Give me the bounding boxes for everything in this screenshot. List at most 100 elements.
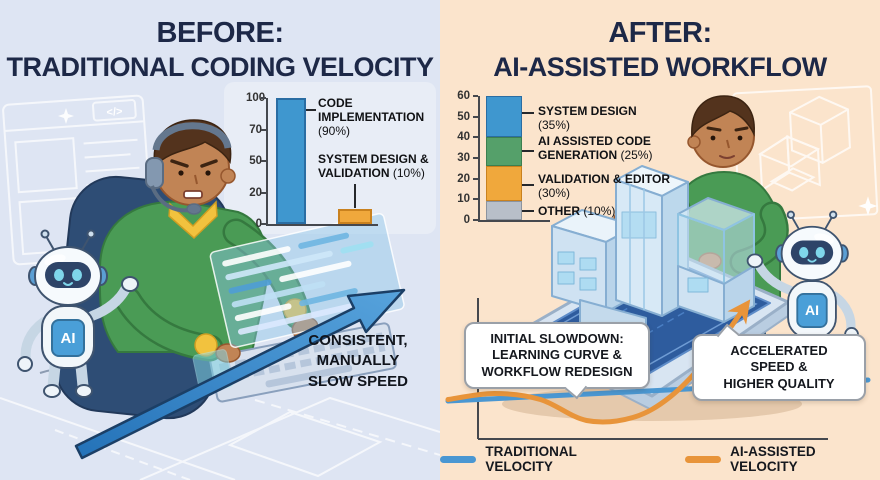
category-percent: (90%) — [318, 124, 351, 139]
developer-gritted-mouth — [183, 190, 203, 199]
sparkle-icon — [858, 196, 878, 216]
headset-mic — [186, 203, 202, 215]
y-tick-label: 20 — [457, 172, 470, 185]
segment-ai-assisted-code-generation — [486, 137, 522, 167]
developer-collar — [168, 200, 218, 240]
chart-category-label: AI ASSISTED CODE GENERATION (25%) — [538, 134, 672, 162]
chart-category-label: CODE IMPLEMENTATION (90%) — [318, 96, 436, 138]
label-connector — [522, 150, 534, 152]
callout-line: HIGHER QUALITY — [723, 375, 835, 391]
y-tick-mark — [261, 191, 266, 194]
y-tick-mark — [473, 157, 478, 159]
chart-category-label: VALIDATION & EDITOR (30%) — [538, 172, 672, 200]
y-tick-mark — [473, 198, 478, 201]
robot-chest-label: AI — [805, 302, 819, 318]
callout-line: SPEED & — [750, 359, 808, 375]
headset-band — [152, 122, 232, 151]
category-percent: (25%) — [620, 148, 653, 163]
label-connector — [522, 210, 534, 212]
arrow-caption-line: MANUALLY — [316, 352, 400, 370]
y-tick-label: 20 — [249, 186, 262, 199]
arrow-caption-line: CONSISTENT, — [308, 332, 408, 349]
segment-system-design — [486, 96, 522, 138]
label-connector — [306, 109, 316, 111]
category-name: SYSTEM DESIGN — [538, 104, 637, 118]
y-tick-mark — [473, 115, 478, 118]
y-tick-mark — [473, 136, 478, 139]
y-tick-mark — [473, 95, 478, 97]
callout-line: LEARNING CURVE & — [492, 347, 622, 363]
legend-item-traditional: TRADITIONAL VELOCITY — [440, 444, 641, 474]
code-icon: </> — [106, 106, 123, 119]
traditional-line-swatch — [440, 455, 477, 463]
callout-line: INITIAL SLOWDOWN: — [490, 331, 624, 346]
before-title-line2: TRADITIONAL CODING VELOCITY — [6, 51, 434, 82]
callout-line: WORKFLOW REDESIGN — [481, 363, 633, 379]
category-name: VALIDATION & EDITOR — [538, 172, 670, 186]
ai-robot-after: AI — [748, 212, 858, 365]
category-name: OTHER — [538, 204, 584, 218]
velocity-legend: TRADITIONAL VELOCITY AI-ASSISTED VELOCIT… — [440, 444, 880, 474]
y-tick-mark — [473, 219, 478, 221]
x-axis — [478, 220, 550, 222]
x-axis — [266, 224, 378, 226]
category-percent: (35%) — [538, 118, 571, 133]
callout-line: ACCELERATED — [730, 343, 828, 358]
chart-category-label: SYSTEM DESIGN & VALIDATION (10%) — [318, 152, 440, 180]
y-tick-mark — [261, 160, 266, 162]
legend-label: AI-ASSISTED VELOCITY — [730, 444, 816, 474]
y-tick-label: 30 — [457, 152, 470, 164]
callout-accelerated: ACCELERATED SPEED & HIGHER QUALITY — [692, 323, 866, 401]
y-tick-label: 10 — [457, 193, 470, 206]
chart-category-label: SYSTEM DESIGN (35%) — [538, 104, 672, 132]
y-axis — [478, 96, 480, 220]
y-tick-mark — [261, 97, 266, 99]
category-percent: (30%) — [538, 186, 571, 201]
architect-hair — [691, 95, 755, 139]
category-name: AI ASSISTED CODE GENERATION — [538, 134, 651, 163]
y-tick-label: 70 — [249, 123, 262, 136]
y-tick-label: 0 — [255, 218, 262, 230]
segment-other — [486, 201, 522, 220]
y-tick-label: 50 — [457, 110, 470, 123]
category-name: SYSTEM DESIGN & VALIDATION — [318, 152, 429, 181]
category-percent: (10%) — [583, 204, 616, 218]
slow-velocity-arrow — [74, 288, 406, 460]
before-title: BEFORE: TRADITIONAL CODING VELOCITY — [0, 16, 440, 83]
y-tick-mark — [261, 128, 266, 131]
y-tick-label: 50 — [249, 155, 262, 167]
before-panel: BEFORE: TRADITIONAL CODING VELOCITY — [0, 0, 440, 480]
after-title-line1: AFTER: — [608, 17, 712, 49]
label-connector — [354, 184, 356, 208]
callout-initial-slowdown: INITIAL SLOWDOWN: LEARNING CURVE & WORKF… — [464, 322, 650, 400]
after-panel: AFTER: AI-ASSISTED WORKFLOW — [440, 0, 880, 480]
legend-label: TRADITIONAL VELOCITY — [485, 444, 577, 474]
arrow-caption-line: SLOW SPEED — [307, 372, 408, 390]
robot-chest-label: AI — [61, 330, 76, 347]
sparkle-icon — [58, 108, 74, 124]
after-title: AFTER: AI-ASSISTED WORKFLOW — [440, 16, 880, 83]
bar-code-implementation — [276, 98, 306, 224]
bar-system-design-validation — [338, 208, 372, 224]
arrow-caption: CONSISTENT, MANUALLY SLOW SPEED — [283, 331, 433, 392]
ai-robot-before: AI — [18, 231, 138, 398]
desk-blueprint-lines — [0, 396, 440, 480]
headset-earcup — [145, 157, 164, 189]
category-percent: (10%) — [392, 166, 425, 181]
ai-line-swatch — [684, 455, 722, 463]
chart-category-label: OTHER (10%) — [538, 204, 672, 218]
after-scene-illustration: AI — [445, 85, 879, 440]
segment-validation-editor — [486, 166, 522, 202]
y-tick-label: 60 — [457, 90, 470, 102]
developer-eyebrows — [170, 159, 218, 168]
label-connector — [522, 184, 534, 186]
after-title-line2: AI-ASSISTED WORKFLOW — [493, 51, 827, 82]
y-tick-label: 0 — [463, 214, 470, 226]
y-tick-mark — [261, 223, 266, 225]
legend-item-ai: AI-ASSISTED VELOCITY — [684, 444, 880, 474]
y-axis — [266, 98, 268, 224]
y-tick-mark — [473, 177, 478, 180]
